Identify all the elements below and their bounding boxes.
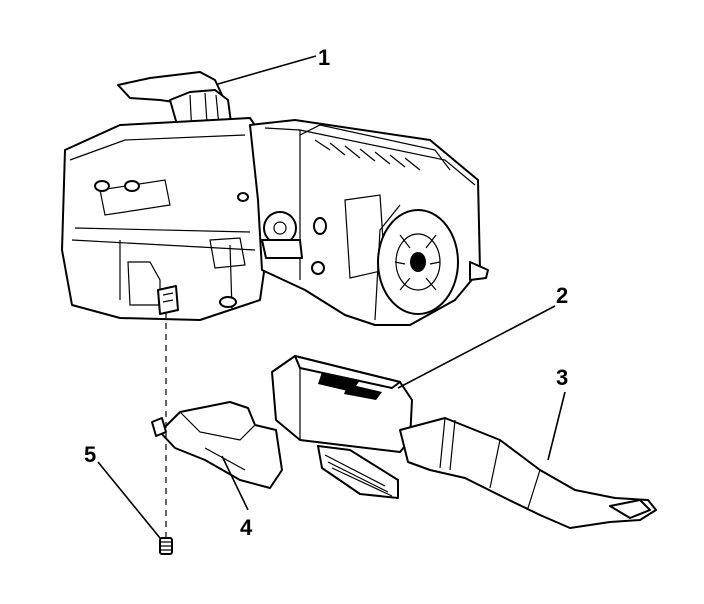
callout-1: 1 bbox=[318, 45, 330, 70]
fastener-5 bbox=[159, 312, 173, 555]
callout-3: 3 bbox=[556, 365, 568, 390]
leader-line-1 bbox=[217, 55, 317, 85]
callout-4: 4 bbox=[240, 515, 253, 540]
leader-line-5 bbox=[97, 461, 161, 539]
callout-5: 5 bbox=[84, 442, 96, 467]
callout-2: 2 bbox=[556, 283, 568, 308]
leader-line-4 bbox=[221, 455, 249, 511]
floor-duct-assembly bbox=[151, 355, 657, 529]
hvac-module-assembly bbox=[61, 71, 489, 326]
leader-line-3 bbox=[547, 391, 566, 461]
leader-line-2 bbox=[397, 305, 556, 389]
